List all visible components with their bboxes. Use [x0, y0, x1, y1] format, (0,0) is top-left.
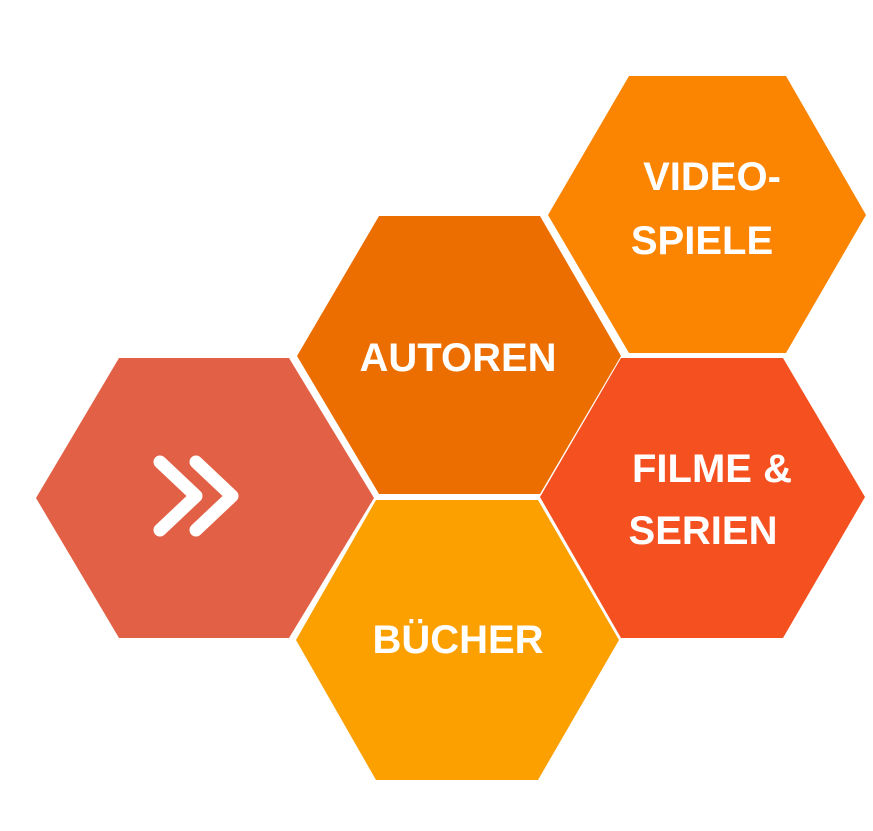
next-hex-button[interactable] [36, 358, 374, 638]
hex-buecher-shape [296, 500, 619, 780]
hex-autoren-shape [297, 216, 621, 494]
next-hex-shape [36, 358, 374, 638]
double-chevron-right-icon [153, 455, 239, 537]
hex-videospiele[interactable]: VIDEO- SPIELE [548, 76, 866, 353]
hex-videospiele-shape [548, 76, 866, 353]
hex-filme-serien-shape [540, 358, 865, 638]
